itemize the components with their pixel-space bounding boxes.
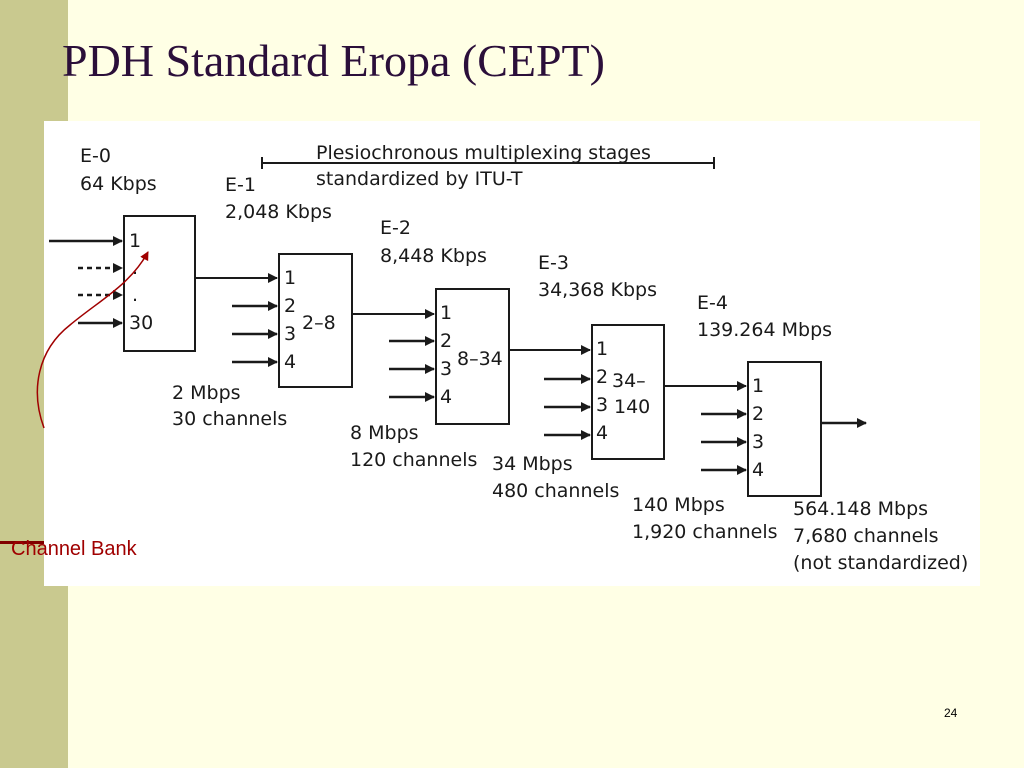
- output-5-channels: 7,680 channels: [793, 525, 939, 547]
- mux1-input-2: .: [132, 257, 138, 279]
- mux4-ratio-label-line2: 140: [614, 396, 650, 418]
- output-4-rate: 140 Mbps: [632, 494, 725, 516]
- output-2-channels: 120 channels: [350, 449, 477, 471]
- level-e3-rate: 34,368 Kbps: [538, 279, 657, 301]
- mux2-ratio-label: 2–8: [302, 312, 336, 334]
- mux4-ratio-label-line1: 34–: [612, 370, 646, 392]
- mux3-input-3: 3: [440, 358, 452, 380]
- mux2-box: [278, 253, 353, 388]
- accent-line: [0, 541, 45, 544]
- level-e0-rate: 64 Kbps: [80, 173, 157, 195]
- mux3-input-1: 1: [440, 302, 452, 324]
- level-e4-rate: 139.264 Mbps: [697, 319, 832, 341]
- callout-arrow: [36, 251, 149, 429]
- mux2-input-2: 2: [284, 295, 296, 317]
- level-e3-name: E-3: [538, 252, 569, 274]
- level-e1-name: E-1: [225, 174, 256, 196]
- mux5-input-3: 3: [752, 431, 764, 453]
- output-5-rate: 564.148 Mbps: [793, 498, 928, 520]
- level-e2-rate: 8,448 Kbps: [380, 245, 487, 267]
- mux2-input-1: 1: [284, 267, 296, 289]
- level-e4-name: E-4: [697, 292, 728, 314]
- output-5-note: (not standardized): [793, 552, 968, 574]
- mux4-input-4: 4: [596, 422, 608, 444]
- mux3-input-4: 4: [440, 386, 452, 408]
- mux2-input-4: 4: [284, 351, 296, 373]
- output-3-rate: 34 Mbps: [492, 453, 573, 475]
- level-e0-name: E-0: [80, 145, 111, 167]
- output-3-channels: 480 channels: [492, 480, 619, 502]
- diagram-figure: Plesiochronous multiplexing stages stand…: [44, 121, 980, 586]
- mux5-input-1: 1: [752, 375, 764, 397]
- level-e2-name: E-2: [380, 217, 411, 239]
- mux4-input-2: 2: [596, 366, 608, 388]
- mux3-input-2: 2: [440, 330, 452, 352]
- mux1-input-3: .: [132, 284, 138, 306]
- mux4-input-3: 3: [596, 394, 608, 416]
- banner-line1: Plesiochronous multiplexing stages: [316, 142, 651, 164]
- mux3-ratio-label: 8–34: [457, 348, 503, 370]
- mux1-input-1: 1: [129, 230, 141, 252]
- output-1-channels: 30 channels: [172, 408, 287, 430]
- slide-title: PDH Standard Eropa (CEPT): [62, 35, 605, 86]
- output-4-channels: 1,920 channels: [632, 521, 778, 543]
- output-1-rate: 2 Mbps: [172, 382, 241, 404]
- mux4-box: [591, 324, 665, 460]
- mux5-box: [747, 361, 822, 497]
- output-2-rate: 8 Mbps: [350, 422, 419, 444]
- mux4-input-1: 1: [596, 338, 608, 360]
- level-e1-rate: 2,048 Kbps: [225, 201, 332, 223]
- mux2-input-3: 3: [284, 323, 296, 345]
- mux5-input-4: 4: [752, 459, 764, 481]
- banner-line2: standardized by ITU-T: [316, 168, 523, 190]
- channel-bank-callout: Channel Bank: [11, 538, 137, 560]
- callout-pointer: [36, 251, 149, 429]
- page-number: 24: [944, 706, 958, 720]
- pdh-diagram: Plesiochronous multiplexing stages stand…: [49, 142, 968, 574]
- mux1-input-4: 30: [129, 312, 153, 334]
- mux5-input-2: 2: [752, 403, 764, 425]
- mux1-box: [123, 215, 196, 352]
- mux3-box: [435, 288, 510, 425]
